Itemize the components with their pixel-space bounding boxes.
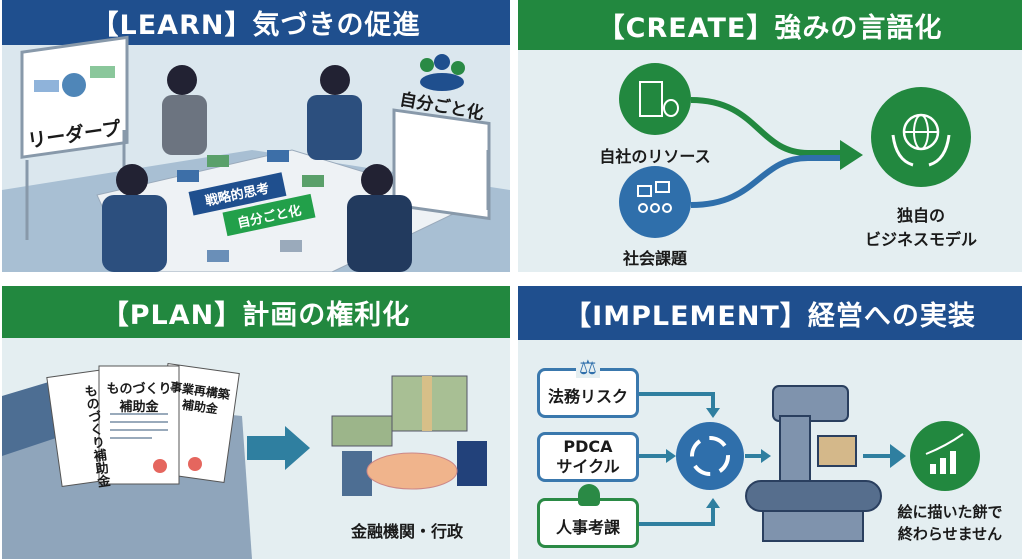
partner-label: 金融機関・行政 — [350, 522, 464, 541]
result-label-2: ビジネスモデル — [864, 230, 978, 249]
create-panel: 【CREATE】強みの言語化 自社のリソース 社会課題 独自の ビジネスモデル — [518, 0, 1022, 272]
person — [102, 65, 412, 272]
community-icon — [619, 166, 691, 238]
person-icon — [578, 484, 600, 506]
result-label-2: 終わらせません — [897, 525, 1003, 543]
handshake-icon — [342, 441, 487, 496]
resources-label: 自社のリソース — [599, 147, 711, 166]
hr-evaluation-label: 人事考課 — [555, 518, 620, 537]
pdca-label-2: サイクル — [556, 457, 620, 476]
whiteboard-right — [392, 54, 491, 221]
pdca-label-1: PDCA — [563, 437, 613, 456]
plan-panel: 【PLAN】計画の権利化 ものづくり補助金 ものづくり 補助金 事業再構築 補助… — [2, 286, 510, 559]
building-icon — [619, 63, 691, 135]
learn-panel: 【LEARN】気づきの促進 リーダープ 自分ごと化 戦略的思考 自分ごと化 — [2, 0, 510, 272]
social-issues-label: 社会課題 — [622, 249, 688, 268]
plan-title: 【PLAN】計画の権利化 — [2, 286, 510, 338]
whiteboard-left — [20, 35, 129, 240]
implement-title: 【IMPLEMENT】経営への実装 — [518, 286, 1022, 340]
result-label-1: 絵に描いた餅で — [897, 503, 1003, 521]
machine-illustration — [745, 385, 882, 542]
social-flow-arrow — [690, 155, 848, 208]
growth-chart-icon — [910, 421, 980, 491]
cycle-icon — [676, 422, 744, 490]
create-title: 【CREATE】強みの言語化 — [518, 0, 1022, 50]
legal-risk-label: 法務リスク — [547, 387, 628, 406]
learn-title: 【LEARN】気づきの促進 — [2, 0, 510, 45]
resource-flow-arrow — [690, 97, 848, 156]
money-stacks — [331, 375, 468, 447]
cards — [177, 150, 324, 262]
globe-hands-icon — [871, 87, 971, 187]
doc2-title-1: ものづくり — [106, 382, 172, 397]
scales-icon: ⚖ — [576, 356, 600, 378]
flow-arrow — [247, 426, 310, 470]
doc2-title-2: 補助金 — [119, 400, 159, 415]
result-label-1: 独自の — [896, 206, 946, 225]
meeting-illustration — [2, 35, 510, 272]
